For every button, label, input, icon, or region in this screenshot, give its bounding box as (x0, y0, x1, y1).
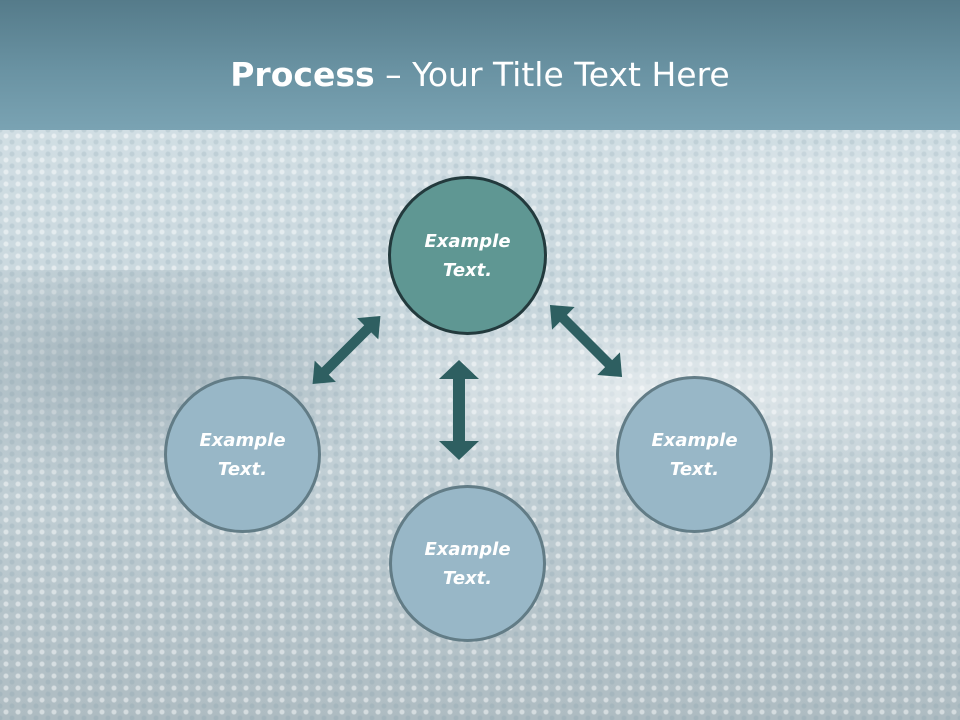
double-arrow-vertical (439, 360, 479, 460)
double-arrow-right (549, 304, 623, 378)
node-text-line2: Text. (669, 458, 720, 480)
node-text-line1: Example (424, 538, 511, 560)
process-node-right: Example Text. (616, 376, 773, 533)
double-arrow-left (312, 316, 381, 384)
title-banner (0, 0, 960, 130)
node-text-line2: Text. (442, 259, 493, 281)
title-bold-part: Process (230, 55, 375, 94)
process-node-bottom: Example Text. (389, 485, 546, 642)
process-node-left: Example Text. (164, 376, 321, 533)
background-highlight (560, 150, 960, 350)
slide-title: Process – Your Title Text Here (0, 52, 960, 98)
node-text-line1: Example (651, 429, 738, 451)
node-text-line1: Example (424, 230, 511, 252)
node-text-line2: Text. (217, 458, 268, 480)
title-rest: – Your Title Text Here (374, 55, 730, 94)
node-text-line1: Example (199, 429, 286, 451)
process-node-center: Example Text. (388, 176, 547, 335)
node-text-line2: Text. (442, 567, 493, 589)
